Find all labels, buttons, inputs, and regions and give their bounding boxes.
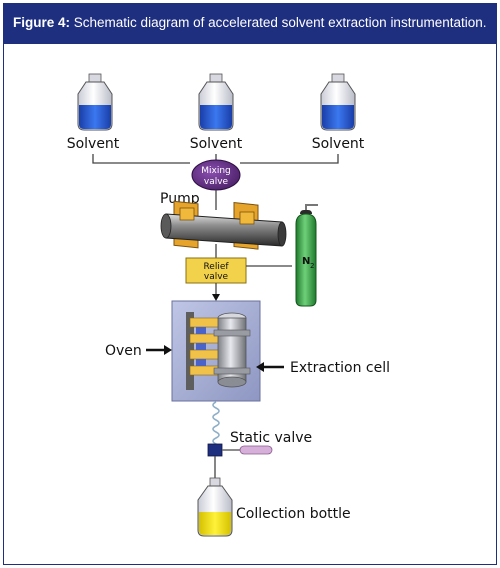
solvent-label-1: Solvent — [67, 136, 120, 152]
solvent-bottle-2 — [198, 73, 234, 131]
collection-bottle-label: Collection bottle — [236, 506, 351, 522]
oven — [171, 300, 261, 402]
nitrogen-subscript: 2 — [310, 262, 314, 270]
solvent-feed-lines — [92, 154, 339, 164]
relief-valve-label-line1: Relief — [203, 262, 229, 272]
nitrogen-cylinder: N 2 — [295, 204, 318, 307]
extraction-cell-pointer-arrow — [256, 362, 284, 372]
solvent-bottle-1 — [77, 73, 113, 131]
extraction-cell-label: Extraction cell — [290, 360, 390, 376]
figure-label: Figure 4: — [13, 15, 71, 30]
static-valve — [207, 443, 273, 457]
figure-caption-bar: Figure 4: Schematic diagram of accelerat… — [4, 4, 496, 44]
oven-pointer-arrow — [146, 345, 172, 355]
mixing-valve-label-line1: Mixing — [201, 166, 231, 176]
mixing-valve: Mixing valve — [191, 159, 241, 191]
solvent-label-3: Solvent — [312, 136, 365, 152]
solvent-label-2: Solvent — [190, 136, 243, 152]
nitrogen-label: N — [302, 256, 310, 267]
extraction-cell — [213, 312, 251, 388]
static-valve-label: Static valve — [230, 430, 312, 446]
oven-label: Oven — [105, 343, 142, 359]
outlet-coil-tubing — [212, 401, 220, 451]
relief-valve: Relief valve — [185, 257, 247, 284]
mixing-valve-label-line2: valve — [204, 177, 229, 187]
solvent-bottle-3 — [320, 73, 356, 131]
flow-arrow-down — [212, 294, 220, 301]
figure-caption: Schematic diagram of accelerated solvent… — [73, 15, 487, 30]
collection-bottle — [197, 477, 233, 537]
pump — [160, 200, 287, 250]
relief-valve-label-line2: valve — [204, 272, 229, 282]
